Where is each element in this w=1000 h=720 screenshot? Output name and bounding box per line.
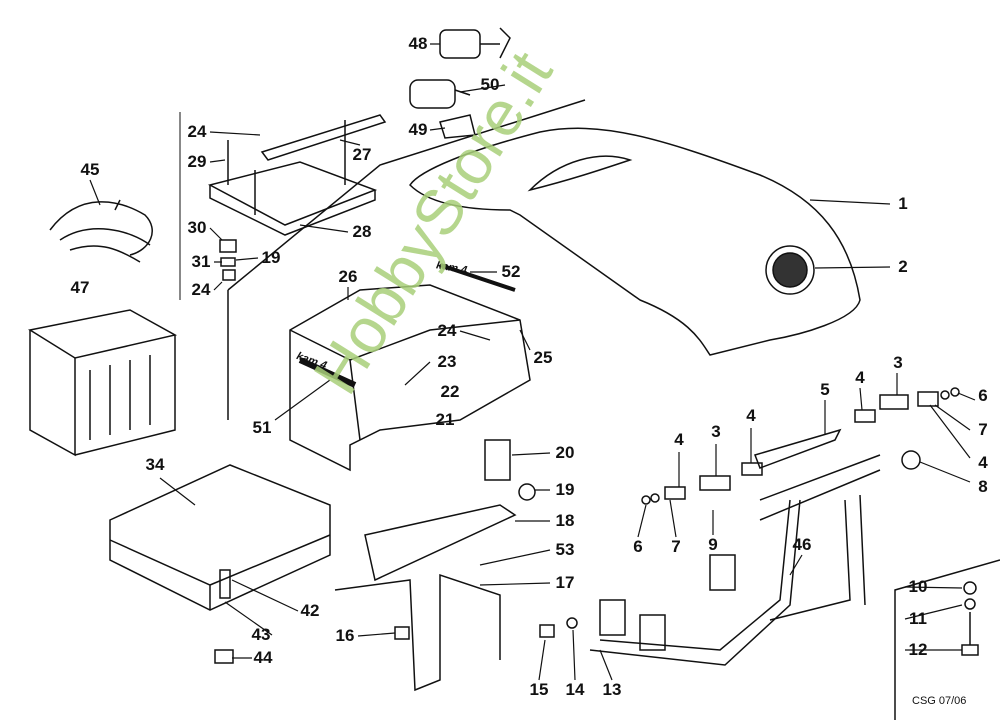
callout-20: 20	[555, 443, 575, 462]
callout-3: 3	[893, 353, 903, 372]
callout-6: 6	[633, 537, 643, 556]
callout-46: 46	[792, 535, 812, 554]
callout-25: 25	[533, 348, 553, 367]
mounting-bracket	[334, 439, 536, 692]
callout-4: 4	[674, 430, 684, 449]
callout-4: 4	[855, 368, 865, 387]
callout-7: 7	[671, 537, 681, 556]
callout-22: 22	[440, 382, 460, 401]
callout-31: 31	[191, 252, 211, 271]
callout-7: 7	[978, 420, 988, 439]
callout-12: 12	[908, 640, 928, 659]
callout-30: 30	[187, 218, 207, 237]
callout-4: 4	[978, 453, 988, 472]
callout-13: 13	[602, 680, 622, 699]
callout-19: 19	[261, 248, 281, 267]
callout-1: 1	[898, 194, 908, 213]
callout-11: 11	[909, 609, 927, 628]
callout-9: 9	[708, 535, 718, 554]
battery-box	[109, 464, 331, 611]
callout-6: 6	[978, 386, 988, 405]
callout-34: 34	[145, 455, 165, 474]
hood-part	[409, 127, 861, 356]
callout-3: 3	[711, 422, 721, 441]
callout-17: 17	[555, 573, 575, 592]
callout-16: 16	[335, 626, 355, 645]
separator-line	[894, 559, 1000, 720]
callout-23: 23	[437, 352, 457, 371]
callout-14: 14	[565, 680, 585, 699]
callout-24: 24	[187, 122, 207, 141]
callout-21: 21	[435, 410, 455, 429]
separator-line	[227, 99, 586, 420]
callout-53: 53	[555, 540, 575, 559]
callout-48: 48	[408, 34, 428, 53]
wiring-harness	[49, 199, 153, 263]
callout-24: 24	[191, 280, 211, 299]
callout-27: 27	[352, 145, 372, 164]
callout-19: 19	[555, 480, 575, 499]
leader-lines	[89, 43, 976, 681]
battery-bracket	[207, 114, 387, 281]
callout-2: 2	[898, 257, 908, 276]
diagram-code: CSG 07/06	[912, 695, 967, 707]
callout-51: 51	[252, 418, 272, 437]
callout-10: 10	[908, 577, 928, 596]
battery-tray	[289, 263, 531, 472]
callout-26: 26	[338, 267, 358, 286]
callout-42: 42	[300, 601, 320, 620]
hardware-items	[214, 387, 979, 664]
callout-49: 49	[408, 120, 428, 139]
callout-47: 47	[70, 278, 90, 297]
callout-29: 29	[187, 152, 207, 171]
switch-parts	[409, 27, 511, 139]
callout-18: 18	[555, 511, 575, 530]
callout-4: 4	[746, 406, 756, 425]
callout-44: 44	[253, 648, 273, 667]
callout-45: 45	[80, 160, 100, 179]
callout-8: 8	[978, 477, 988, 496]
callout-24: 24	[437, 321, 457, 340]
callout-52: 52	[501, 262, 521, 281]
callout-28: 28	[352, 222, 372, 241]
callout-5: 5	[820, 380, 830, 399]
callout-15: 15	[529, 680, 549, 699]
callout-50: 50	[480, 75, 500, 94]
callout-43: 43	[251, 625, 271, 644]
battery	[27, 309, 178, 457]
